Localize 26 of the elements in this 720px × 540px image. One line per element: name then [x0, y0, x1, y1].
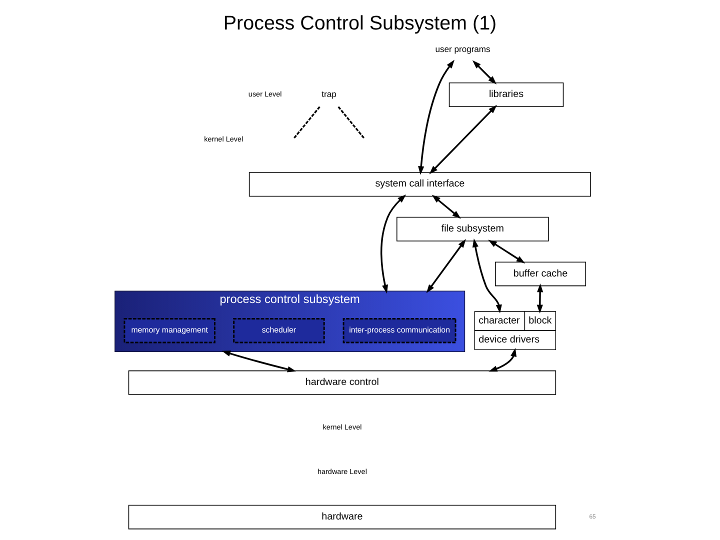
connector: [338, 106, 366, 140]
arrow: [429, 104, 497, 174]
label: kernel Level: [204, 134, 244, 144]
arrow: [536, 283, 544, 314]
arrow: [426, 239, 466, 294]
arrow: [380, 194, 406, 294]
node-text: user programs: [435, 44, 490, 54]
node-box: hardware: [128, 504, 556, 530]
node-box: system call interface: [248, 172, 591, 197]
arrow: [418, 60, 455, 175]
arrow: [432, 194, 461, 219]
arrow: [488, 348, 517, 372]
connector: [292, 106, 320, 140]
node-box: file subsystem: [396, 216, 549, 242]
label: kernel Level: [322, 422, 362, 432]
node-text: trap: [322, 88, 336, 99]
label: user Level: [248, 90, 282, 99]
node-box: libraries: [448, 82, 564, 107]
arrow: [488, 240, 526, 264]
label: hardware Level: [317, 467, 367, 476]
node-box: buffer cache: [495, 262, 586, 286]
arrow: [222, 350, 296, 372]
node-box: hardware control: [128, 370, 556, 395]
arrow: [472, 60, 497, 84]
diagram-title: Process Control Subsystem (1): [223, 12, 497, 35]
arrow: [472, 238, 502, 314]
